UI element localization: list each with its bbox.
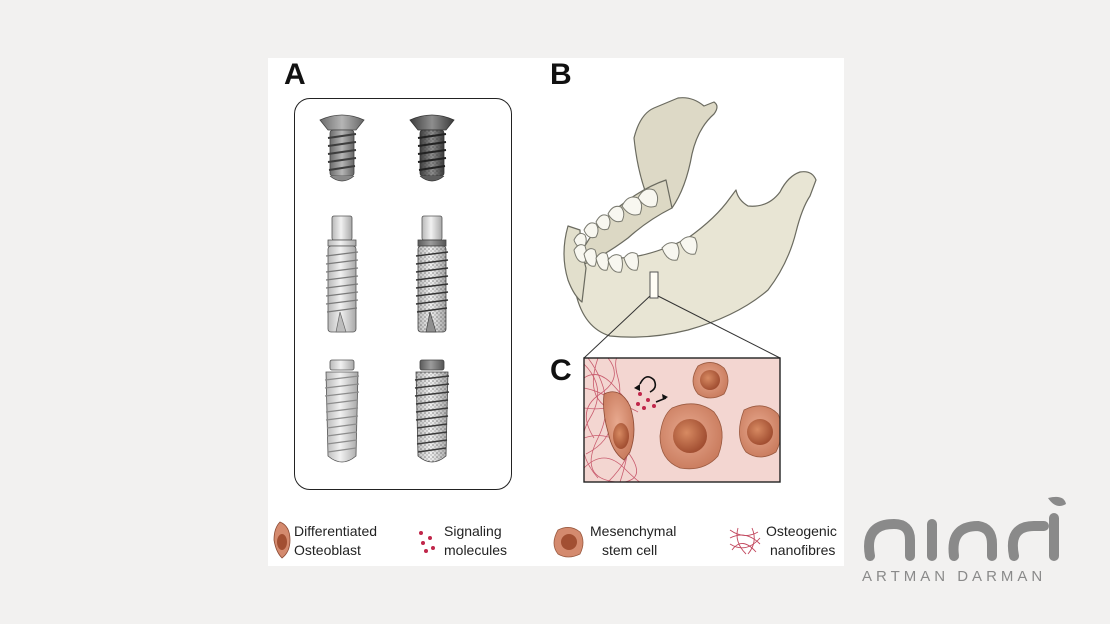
panel-label-c: C <box>550 354 572 387</box>
legend-label-line2: Osteoblast <box>294 542 361 558</box>
legend-label-line2: molecules <box>444 542 508 558</box>
legend-label-line1: Differentiated <box>294 523 378 539</box>
tapered-implant-smooth <box>324 359 360 463</box>
bone-screw-rough <box>409 114 455 182</box>
legend-label-line2: nanofibres <box>770 542 836 558</box>
tissue-closeup <box>583 357 781 483</box>
osteoblast-icon <box>273 521 291 559</box>
dental-implant-smooth <box>325 215 359 333</box>
legend-label-line2: stem cell <box>602 542 658 558</box>
legend-label-line1: Mesenchymal <box>590 523 677 539</box>
figure: A B C <box>268 58 844 566</box>
mandible-drawing <box>563 97 817 359</box>
dental-implant-rough <box>415 215 449 333</box>
panel-label-b: B <box>550 58 572 91</box>
legend-label-line1: Signaling <box>444 523 502 539</box>
nanofibres-icon <box>729 527 761 555</box>
stem-cell-icon <box>553 527 584 558</box>
implant-drawings <box>319 114 455 463</box>
artman-darman-logo <box>864 496 1066 561</box>
signaling-molecules-icon <box>419 531 435 553</box>
implant-panel-frame <box>294 98 512 490</box>
panel-label-a: A <box>284 58 306 91</box>
watermark-caption: ARTMAN DARMAN <box>862 568 1047 585</box>
bone-screw-smooth <box>319 114 365 182</box>
legend-label-line1: Osteogenic <box>766 523 837 539</box>
tapered-implant-rough <box>414 359 450 463</box>
